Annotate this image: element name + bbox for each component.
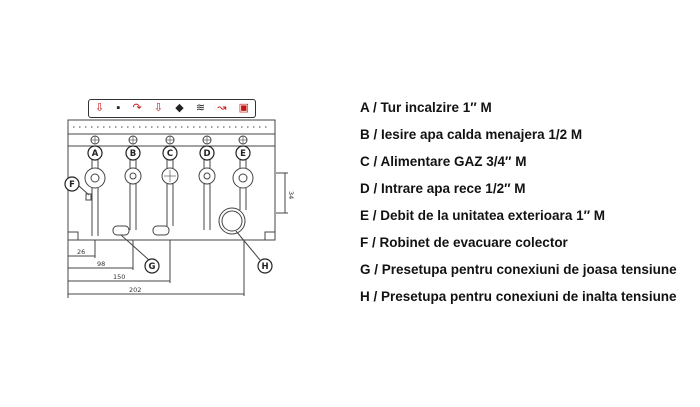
callout-g-label: G <box>149 262 156 272</box>
legend-item-c: C / Alimentare GAZ 3/4″ M <box>360 154 527 169</box>
callout-f-label: F <box>69 180 75 190</box>
callout-h: H <box>258 259 272 273</box>
cable-grommets <box>113 208 245 235</box>
callout-b: B <box>126 146 140 160</box>
callout-g: G <box>145 259 159 273</box>
callout-f: F <box>65 177 79 191</box>
dim-26: 26 <box>77 248 85 256</box>
callout-d-label: D <box>203 149 210 159</box>
return-arrow-icon: ↷ <box>132 102 142 114</box>
square-icon: ▪ <box>116 102 121 114</box>
diamond-icon: ◆ <box>175 102 184 114</box>
swirl-arrow-icon: ↝ <box>217 102 227 114</box>
callout-a-label: A <box>92 149 99 159</box>
boiler-connections-drawing: 26 98 150 202 34 A B C D E F G H <box>55 118 295 313</box>
down-arrow-icon: ⇩ <box>95 102 105 114</box>
callout-h-label: H <box>261 262 268 272</box>
legend-item-f: F / Robinet de evacuare colector <box>360 235 568 250</box>
dim-202: 202 <box>129 286 141 294</box>
connections-legend: A / Tur incalzire 1″ M B / Iesire apa ca… <box>360 94 690 310</box>
waves-icon: ≋ <box>195 102 206 114</box>
dimension-lines <box>68 173 288 298</box>
dim-34: 34 <box>287 191 295 199</box>
dimension-labels: 26 98 150 202 34 <box>77 191 295 294</box>
callout-b-label: B <box>130 149 136 159</box>
display-icon: ▣ <box>238 102 249 114</box>
dim-98: 98 <box>97 260 105 268</box>
callout-c-label: C <box>167 149 173 159</box>
control-panel-icon-strip: ⇩ ▪ ↷ ⇩ ◆ ≋ ↝ ▣ <box>88 99 256 118</box>
callout-e-label: E <box>240 149 246 159</box>
legend-item-e: E / Debit de la unitatea exterioara 1″ M <box>360 208 606 223</box>
connection-cold-water <box>199 146 215 230</box>
legend-item-h: H / Presetupa pentru conexiuni de inalta… <box>360 289 677 304</box>
callout-e: E <box>236 146 250 160</box>
legend-item-b: B / Iesire apa calda menajera 1/2 M <box>360 127 583 142</box>
legend-item-g: G / Presetupa pentru conexiuni de joasa … <box>360 262 677 277</box>
dim-150: 150 <box>113 273 125 281</box>
down-arrow-icon: ⇩ <box>153 102 164 114</box>
leader-lines <box>79 186 260 260</box>
callout-a: A <box>88 146 102 160</box>
boiler-casing <box>68 120 275 240</box>
legend-item-d: D / Intrare apa rece 1/2″ M <box>360 181 526 196</box>
callout-d: D <box>200 146 214 160</box>
callout-c: C <box>163 146 177 160</box>
legend-item-a: A / Tur incalzire 1″ M <box>360 100 492 115</box>
